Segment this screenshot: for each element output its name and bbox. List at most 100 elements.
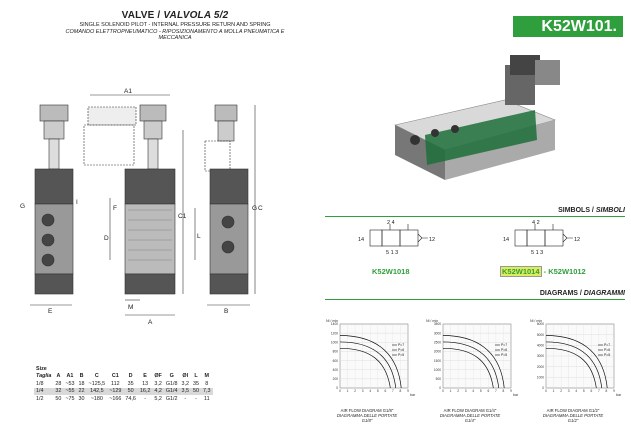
value-cell: 4,2: [152, 387, 164, 395]
value-cell: 50: [123, 387, 138, 395]
flow-curve: [339, 347, 391, 389]
value-cell: 50: [55, 395, 62, 402]
value-cell: 11: [203, 395, 210, 402]
value-cell: 5,2: [154, 395, 162, 402]
size-cell: 1/4: [34, 387, 54, 395]
value-cell: G1/8: [165, 380, 178, 387]
symbol-left-box-1: [381, 229, 401, 247]
x-tick-label: 9: [407, 389, 409, 393]
x-tick-label: 4: [369, 389, 371, 393]
legend-label: P=5: [501, 353, 507, 357]
dim-a1: A1: [124, 88, 132, 95]
flow-curve: [442, 341, 500, 389]
x-tick-label: 2: [560, 389, 562, 393]
legend-label: P=7: [501, 343, 507, 347]
x-tick-label: 5: [480, 389, 482, 393]
y-tick-label: 1000: [537, 376, 544, 380]
taglia-header: Taglia: [36, 373, 52, 380]
page-title: VALVE / VALVOLA 5/2: [121, 10, 229, 21]
flow-curve: [545, 341, 603, 389]
x-tick-label: 9: [613, 389, 615, 393]
center-valve-body: [124, 203, 176, 275]
col-header: G: [169, 373, 174, 380]
dim-g-left: G: [20, 203, 25, 210]
size-cell: 1/8: [36, 380, 44, 387]
value-cell: 8: [205, 380, 209, 387]
symbol-right-bottom-ports: 5 1 3: [531, 250, 543, 256]
y-tick-label: 3000: [434, 331, 441, 335]
y-tick-label: 2000: [434, 350, 441, 354]
value-cell: 32: [53, 387, 64, 395]
col-header: M: [204, 373, 210, 380]
value-cell: 142,5: [86, 387, 108, 395]
dim-b: B: [224, 308, 228, 315]
flow-curve: [339, 335, 402, 389]
chart3-unit: Nl / min: [530, 319, 542, 323]
product-code-badge: K52W101.: [513, 16, 623, 37]
dim-c1: C1: [178, 213, 187, 220]
y-tick-label: 1000: [434, 368, 441, 372]
y-tick-label: 3000: [537, 354, 544, 358]
size-header: Size: [36, 365, 47, 372]
flow-diagrams: Nl / min Nl / min Nl / min bar bar bar 1…: [326, 319, 622, 397]
y-tick-label: 2500: [434, 340, 441, 344]
y-tick-label: 800: [333, 350, 339, 354]
symbol-left-port-14: 14: [358, 237, 364, 243]
y-tick-label: 0: [439, 386, 441, 390]
dim-c: C: [258, 205, 263, 212]
code-k52w1014: K52W1014: [500, 266, 542, 277]
x-tick-label: 9: [510, 389, 512, 393]
symbols-heading: SIMBOLS / SIMBOLI: [558, 207, 625, 214]
col-header: ØI: [182, 373, 189, 380]
x-tick-label: 2: [457, 389, 459, 393]
chart3-caption: AIR FLOW DIAGRAM G1/2"DIAGRAMMA DELLE PO…: [542, 408, 604, 423]
value-cell: 50: [191, 387, 202, 395]
subtitle-it: COMANDO ELETTROPNEUMATICO - RIPOSIZIONAM…: [65, 29, 285, 41]
legend-label: P=7: [398, 343, 404, 347]
code-k52w1018: K52W1018: [372, 267, 410, 276]
flow-curve: [442, 347, 494, 389]
x-tick-label: 7: [598, 389, 600, 393]
chart3-bar-unit: bar: [616, 393, 622, 397]
dim-l: L: [197, 233, 201, 240]
y-tick-label: 0: [336, 386, 338, 390]
value-cell: 3,5: [179, 387, 192, 395]
value-cell: -: [195, 395, 197, 402]
value-cell: 35: [127, 380, 134, 387]
chart1-unit: Nl / min: [326, 319, 338, 323]
diagrams-heading: DIAGRAMS / DIAGRAMMI: [539, 290, 625, 297]
value-cell: -: [184, 395, 187, 402]
left-coil-top: [39, 104, 69, 122]
left-pilot-block: [34, 168, 74, 205]
value-cell: ~53: [65, 380, 75, 387]
col-header: D: [128, 373, 133, 380]
symbol-left-port-12: 12: [429, 237, 435, 243]
flow-curve: [442, 335, 505, 389]
value-cell: 28: [55, 380, 62, 387]
dim-i: I: [76, 199, 78, 206]
symbol-right-port-14: 14: [503, 237, 509, 243]
legend-label: P=5: [604, 353, 610, 357]
dim-g-right: G: [252, 205, 257, 212]
dim-e: E: [48, 308, 53, 315]
y-tick-label: 1200: [331, 331, 338, 335]
y-tick-label: 5000: [537, 333, 544, 337]
right-valve-body: [209, 203, 249, 275]
dim-a: A: [148, 319, 153, 326]
symbol-right-box-1: [526, 229, 546, 247]
technical-drawing: A1 G I F D C1 M A E L G C B: [20, 88, 263, 326]
x-tick-label: 5: [377, 389, 379, 393]
value-cell: ~125,5: [88, 380, 106, 387]
value-cell: G1/4: [163, 387, 180, 395]
chart2-caption: AIR FLOW DIAGRAM G1/4"DIAGRAMMA DELLE PO…: [439, 408, 501, 423]
x-tick-label: 4: [575, 389, 577, 393]
symbol-left-top-ports: 2 4: [387, 220, 395, 226]
value-cell: -: [144, 395, 146, 402]
col-header: A: [56, 373, 61, 380]
y-tick-label: 3500: [434, 322, 441, 326]
dim-f: F: [113, 205, 117, 212]
value-cell: 3,2: [154, 380, 162, 387]
x-tick-label: 6: [590, 389, 592, 393]
